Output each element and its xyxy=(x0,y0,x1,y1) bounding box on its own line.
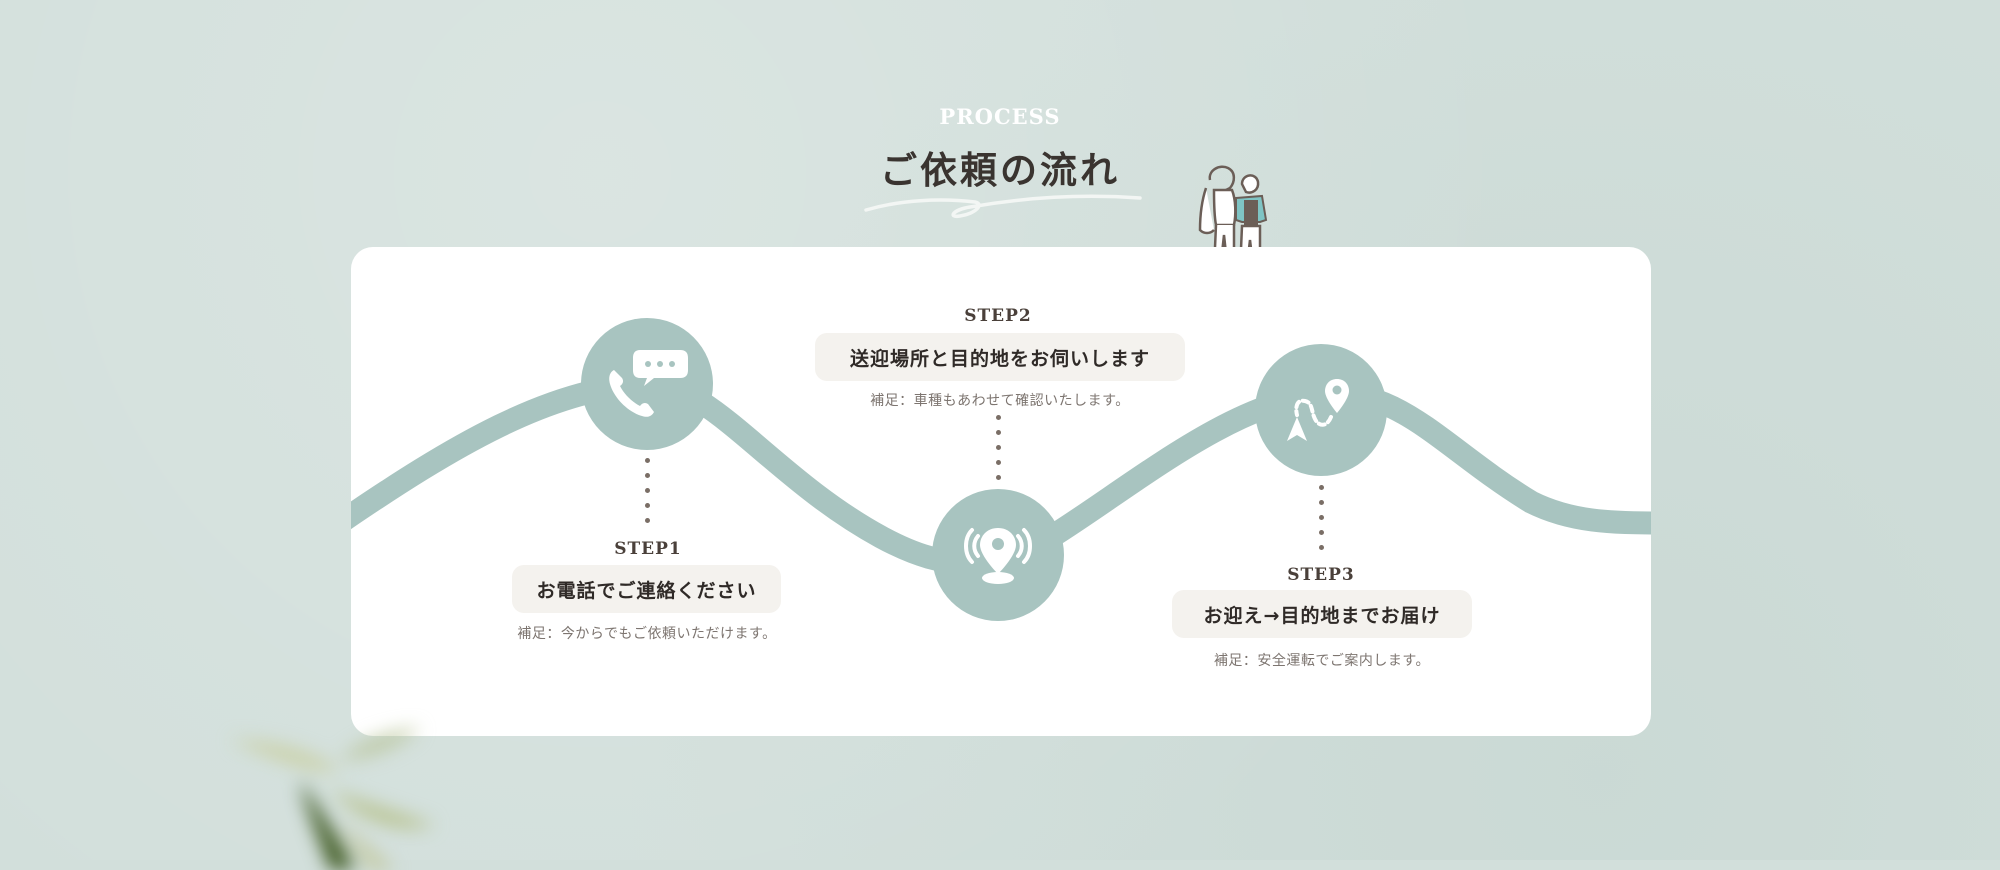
section-title: ご依頼の流れ xyxy=(880,149,1120,192)
step2-label: STEP2 xyxy=(964,306,1032,326)
step3-title-pill: お迎え→目的地までお届け xyxy=(1172,590,1472,638)
step1-icon-circle xyxy=(581,318,713,450)
step2-title-pill: 送迎場所と目的地をお伺いします xyxy=(815,333,1185,381)
process-card: STEP1 お電話でご連絡ください 補足：今からでもご依頼いただけます。 STE… xyxy=(351,247,1651,736)
step1-label: STEP1 xyxy=(614,539,682,559)
step3-icon-circle xyxy=(1255,344,1387,476)
step1-note: 補足：今からでもご依頼いただけます。 xyxy=(517,626,777,642)
step2-note: 補足：車種もあわせて確認いたします。 xyxy=(870,393,1130,409)
step3-note: 補足：安全運転でご案内します。 xyxy=(1213,653,1431,669)
step1-title-pill: お電話でご連絡ください xyxy=(512,565,781,613)
section-eyebrow: PROCESS xyxy=(939,104,1061,129)
route-map-icon xyxy=(1287,379,1349,441)
location-signal-icon xyxy=(964,528,1032,584)
step2-connector-dots xyxy=(996,415,1002,490)
step2-icon-circle xyxy=(932,489,1064,621)
phone-chat-icon xyxy=(609,350,688,417)
title-underline-swoosh xyxy=(864,194,1142,219)
step3-connector-dots xyxy=(1319,485,1325,560)
step1-connector-dots xyxy=(645,458,651,533)
decorative-leaf-sprig xyxy=(230,728,435,870)
step3-label: STEP3 xyxy=(1287,565,1355,585)
